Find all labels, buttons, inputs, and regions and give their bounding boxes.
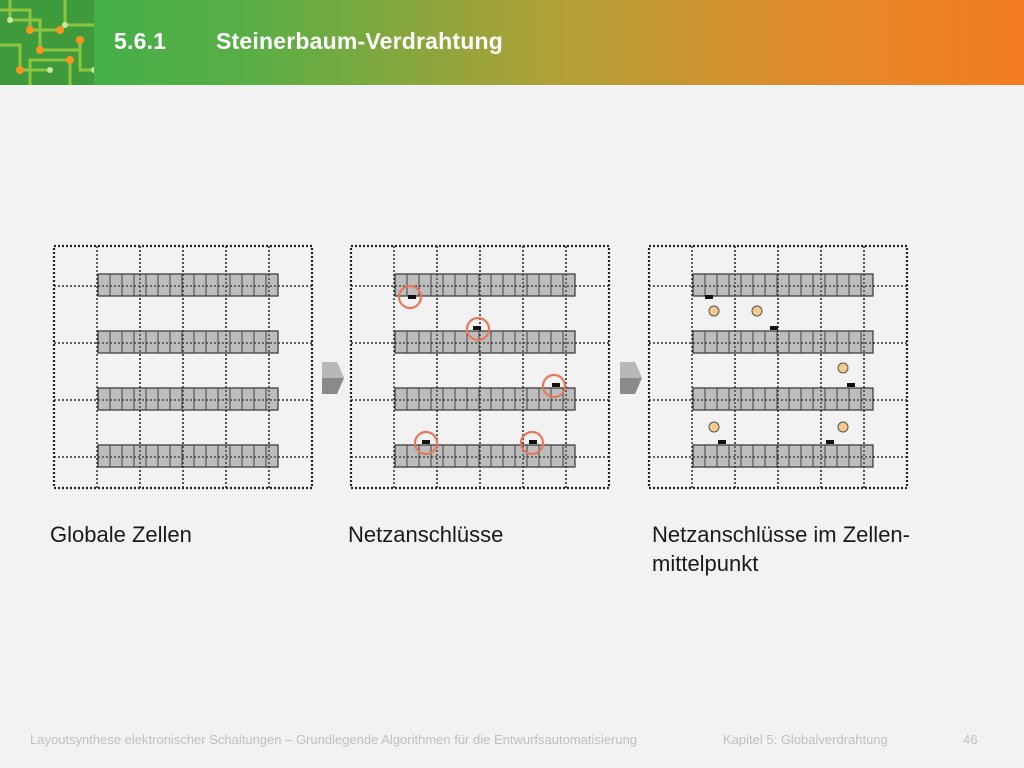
footer-course-title: Layoutsynthese elektronischer Schaltunge… [30,732,638,747]
circuit-board-logo-icon [0,0,94,85]
panel-cell-center-pins [649,246,907,488]
caption-line: Netzanschlüsse im Zellen- [652,522,910,547]
section-number: 5.6.1 [114,28,167,54]
caption-line: mittelpunkt [652,551,759,576]
caption-cell-center-pins: Netzanschlüsse im Zellen- mittelpunkt [652,520,910,578]
pin-marker [705,295,855,444]
panel-net-pins [351,246,609,488]
caption-global-cells: Globale Zellen [50,522,192,547]
footer-chapter: Kapitel 5: Globalverdrahtung [723,732,888,747]
header-bar: 5.6.1 Steinerbaum-Verdrahtung [0,0,1024,85]
pin-highlight-circle [397,284,567,456]
panel-global-cells [54,246,312,488]
slide-title: Steinerbaum-Verdrahtung [216,28,504,54]
arrow-right-icon [322,362,344,394]
caption-net-pins: Netzanschlüsse [348,522,504,547]
arrow-right-icon [620,362,642,394]
page-number: 46 [963,732,978,747]
cell-center-marker [708,305,849,433]
pin-marker [408,295,560,444]
